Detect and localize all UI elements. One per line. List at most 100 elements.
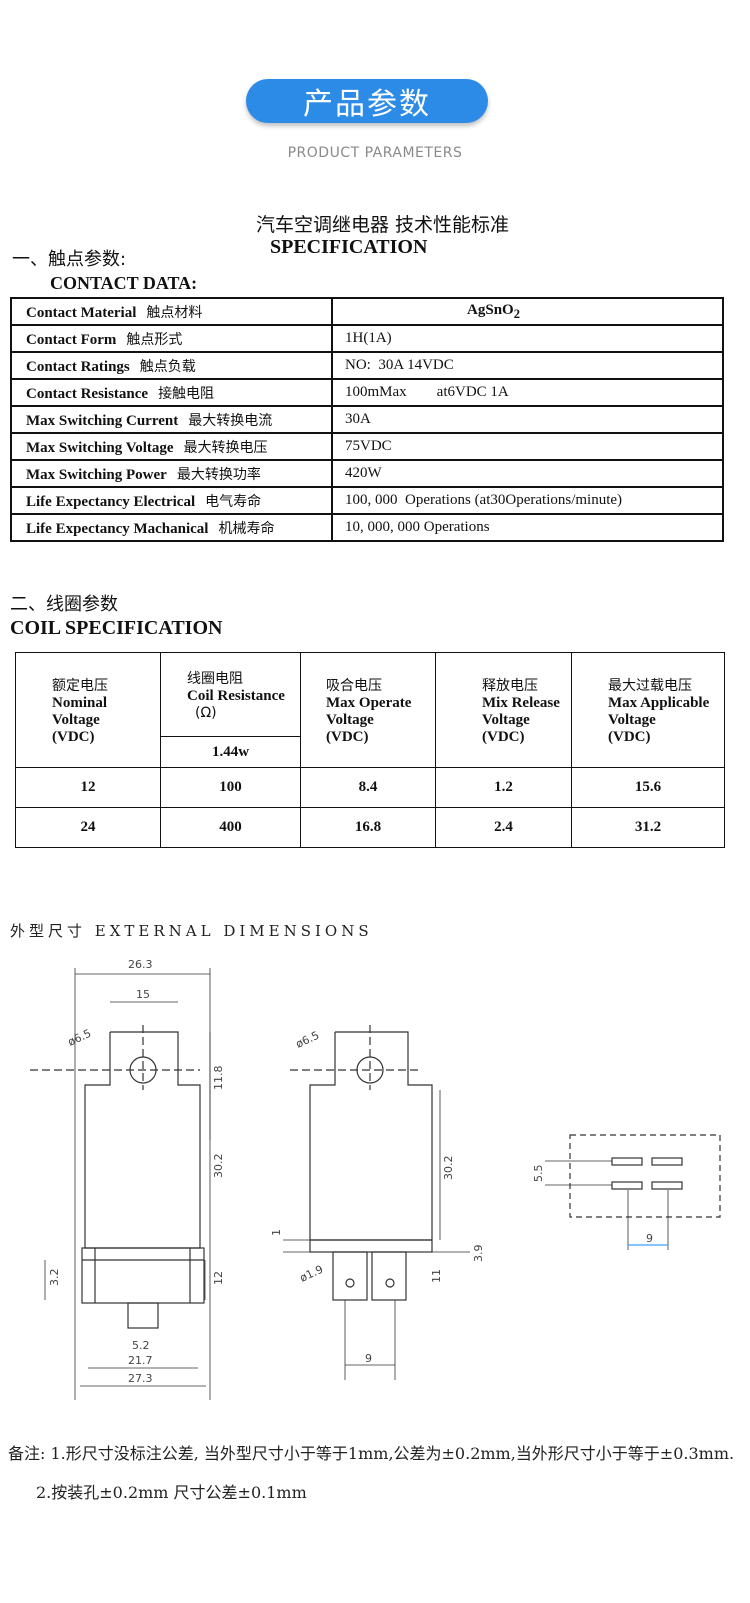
contact-label-en: Life Expectancy Machanical xyxy=(26,520,209,537)
dim-side-9: 9 xyxy=(365,1352,372,1365)
contact-label: Life Expectancy Electrical 电气寿命 xyxy=(10,486,333,515)
dim-side-1: 1 xyxy=(270,1229,283,1236)
side-view-outline xyxy=(309,1031,433,1241)
contact-label: Life Expectancy Machanical 机械寿命 xyxy=(10,513,333,542)
dimension-drawing: 26.3 15 ø6.5 11.8 30.2 12 3.2 5.2 21.7 2… xyxy=(30,958,721,1400)
contact-value-text: 100, 000 Operations (at30Operations/minu… xyxy=(345,492,623,508)
dim-front-pin-width: 5.2 xyxy=(132,1339,150,1352)
contact-label-zh: 接触电阻 xyxy=(158,385,215,402)
contact-value: 1H(1A) xyxy=(331,324,724,353)
contact-label-en: Max Switching Voltage xyxy=(26,439,174,456)
contact-section-heading-en: CONTACT DATA: xyxy=(50,273,198,293)
contact-section-heading-zh: 一、触点参数: xyxy=(12,249,127,270)
dim-side-11: 11 xyxy=(430,1269,443,1283)
contact-label-zh: 最大转换电压 xyxy=(183,439,268,456)
contact-row: Contact Form 触点形式 1H(1A) xyxy=(10,324,724,353)
contact-label-zh: 电气寿命 xyxy=(205,493,262,510)
dim-side-body-height: 30.2 xyxy=(442,1156,455,1181)
side-view-base xyxy=(309,1239,433,1253)
contact-value: 75VDC xyxy=(331,432,724,461)
section-subtitle: PRODUCT PARAMETERS xyxy=(287,145,463,161)
contact-row: Max Switching Power 最大转换功率 420W xyxy=(10,459,724,488)
contact-label: Contact Ratings 触点负载 xyxy=(10,351,333,380)
contact-label-zh: 触点材料 xyxy=(146,304,203,321)
dim-side-hole: ø6.5 xyxy=(294,1029,321,1051)
header-coil-resistance: 线圈电阻 Coil Resistance (Ω) xyxy=(160,652,301,737)
header-resistance-power: 1.44w xyxy=(160,736,301,768)
contact-label-en: Contact Form xyxy=(26,331,117,348)
dim-front-base-width: 21.7 xyxy=(128,1354,153,1367)
coil-cell-release: 2.4 xyxy=(435,807,572,848)
contact-value-text: NO: 30A 14VDC xyxy=(345,357,454,373)
contact-row: Max Switching Voltage 最大转换电压 75VDC xyxy=(10,432,724,461)
dim-front-tab-width: 15 xyxy=(136,988,150,1001)
coil-cell-nominal: 12 xyxy=(15,767,161,808)
contact-label-en: Contact Ratings xyxy=(26,358,130,375)
dim-side-pin-hole: ø1.9 xyxy=(298,1263,325,1285)
contact-label: Contact Form 触点形式 xyxy=(10,324,333,353)
pcb-layout-box xyxy=(569,1134,721,1218)
dim-front-base-height: 12 xyxy=(212,1271,225,1285)
contact-value-text: 420W xyxy=(345,465,382,481)
coil-cell-operate: 8.4 xyxy=(300,767,436,808)
contact-label-en: Max Switching Power xyxy=(26,466,167,483)
coil-cell-applicable: 31.2 xyxy=(571,807,725,848)
contact-value: 100, 000 Operations (at30Operations/minu… xyxy=(331,486,724,515)
contact-value: 10, 000, 000 Operations xyxy=(331,513,724,542)
section-title-badge: 产品参数 xyxy=(246,79,488,123)
coil-cell-nominal: 24 xyxy=(15,807,161,848)
dim-pcb-55: 5.5 xyxy=(532,1165,545,1183)
external-dimensions-title: 外型尺寸 EXTERNAL DIMENSIONS xyxy=(10,922,373,940)
contact-value-text: 1H(1A) xyxy=(345,330,392,346)
contact-value-subscript: 2 xyxy=(513,306,520,321)
contact-value: 30A xyxy=(331,405,724,434)
contact-row: Life Expectancy Machanical 机械寿命 10, 000, 0… xyxy=(10,513,724,542)
contact-label: Max Switching Voltage 最大转换电压 xyxy=(10,432,333,461)
header-max-applicable: 最大过载电压 Max Applicable Voltage (VDC) xyxy=(571,652,725,768)
note-line-2: 2.按装孔±0.2mm 尺寸公差±0.1mm xyxy=(36,1483,307,1502)
contact-value: AgSnO2 xyxy=(331,297,724,326)
contact-value-text: 30A xyxy=(345,411,371,427)
spec-title-zh: 汽车空调继电器 技术性能标准 xyxy=(256,214,510,236)
dim-front-total-width: 27.3 xyxy=(128,1372,153,1385)
side-view-pin-right xyxy=(371,1251,407,1301)
coil-cell-resistance: 400 xyxy=(160,807,301,848)
contact-label: Contact Resistance 接触电阻 xyxy=(10,378,333,407)
spec-title-en: SPECIFICATION xyxy=(270,236,428,258)
dim-front-hole: ø6.5 xyxy=(66,1027,93,1049)
header-mix-release: 释放电压 Mix Release Voltage (VDC) xyxy=(435,652,572,768)
front-view-pin xyxy=(127,1302,159,1329)
dim-side-39: 3.9 xyxy=(472,1245,485,1263)
coil-cell-release: 1.2 xyxy=(435,767,572,808)
contact-row: Contact Resistance 接触电阻 100mMax at6VDC 1A xyxy=(10,378,724,407)
coil-cell-operate: 16.8 xyxy=(300,807,436,848)
dim-front-tab-height: 11.8 xyxy=(212,1066,225,1091)
contact-label-zh: 最大转换功率 xyxy=(176,466,261,483)
contact-value: 420W xyxy=(331,459,724,488)
contact-label-en: Max Switching Current xyxy=(26,412,179,429)
contact-label-zh: 机械寿命 xyxy=(218,520,275,537)
coil-section-heading-en: COIL SPECIFICATION xyxy=(10,617,223,639)
note-line-1: 备注: 1.形尺寸没标注公差, 当外型尺寸小于等于1mm,公差为±0.2mm,当… xyxy=(8,1444,735,1463)
dim-front-side: 3.2 xyxy=(48,1269,61,1287)
contact-label-zh: 触点负载 xyxy=(139,358,196,375)
contact-row: Contact Ratings 触点负载 NO: 30A 14VDC xyxy=(10,351,724,380)
contact-value-text: 10, 000, 000 Operations xyxy=(345,519,490,535)
contact-value-text: 100mMax at6VDC 1A xyxy=(345,384,509,400)
contact-value: 100mMax at6VDC 1A xyxy=(331,378,724,407)
dim-front-body-height: 30.2 xyxy=(212,1154,225,1179)
contact-label-en: Contact Resistance xyxy=(26,385,149,402)
header-max-operate: 吸合电压 Max Operate Voltage (VDC) xyxy=(300,652,436,768)
side-view-pin-left xyxy=(332,1251,368,1301)
contact-label-zh: 触点形式 xyxy=(126,331,183,348)
coil-cell-applicable: 15.6 xyxy=(571,767,725,808)
contact-label-en: Life Expectancy Electrical xyxy=(26,493,196,510)
contact-value: NO: 30A 14VDC xyxy=(331,351,724,380)
